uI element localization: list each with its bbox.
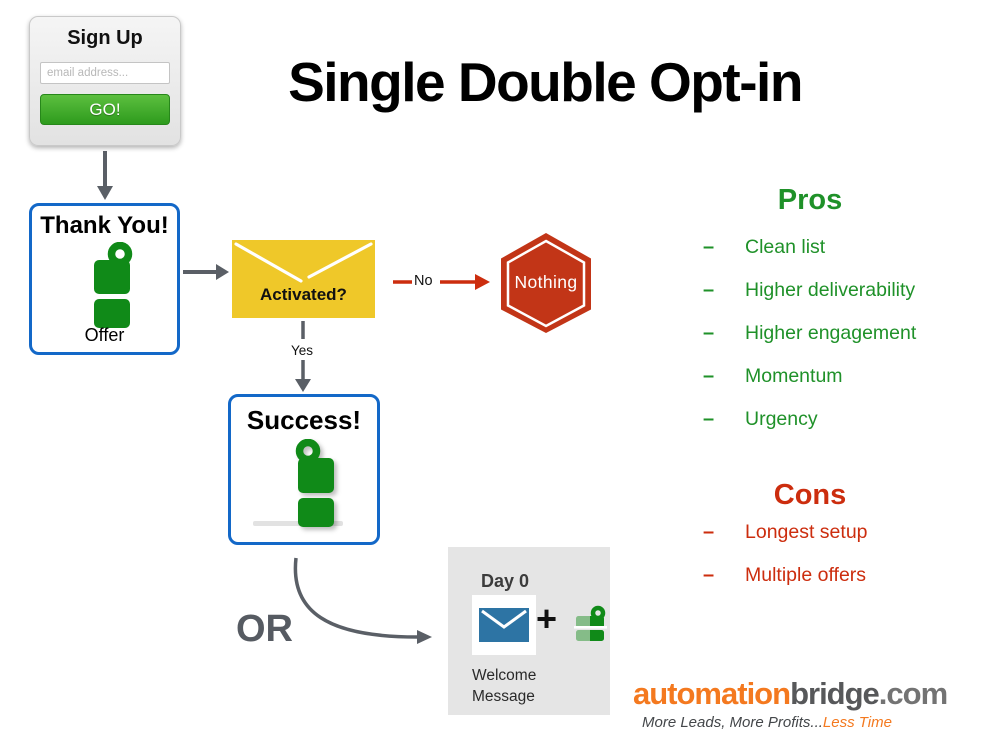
day0-message-card [472, 595, 536, 655]
activated-label: Activated? [260, 285, 347, 304]
door-hanger-icon [295, 439, 334, 527]
hexagon-icon [501, 233, 591, 333]
pros-item-label: Momentum [745, 365, 843, 387]
tagline-gray-text: More Leads, More Profits... [642, 714, 823, 731]
brand-logo: automationbridge.com More Leads, More Pr… [633, 676, 993, 731]
dash-bullet: – [703, 236, 715, 258]
no-arrow [393, 274, 490, 290]
cons-item: – Longest setup [703, 521, 993, 545]
go-button[interactable]: GO! [40, 94, 170, 125]
dash-bullet: – [703, 408, 715, 430]
dash-bullet: – [703, 564, 715, 586]
pros-item: – Urgency [703, 408, 993, 432]
logo-part-automation: automation [633, 676, 791, 711]
cons-item: – Multiple offers [703, 564, 993, 588]
success-node: Success! [228, 394, 380, 545]
dash-bullet: – [703, 279, 715, 301]
pros-item-label: Urgency [745, 408, 818, 430]
cons-item-label: Longest setup [745, 521, 868, 543]
or-curved-arrow [293, 557, 432, 644]
thank-you-caption: Offer [84, 325, 125, 345]
success-title: Success! [246, 405, 362, 435]
mail-icon [479, 608, 529, 642]
day0-node: Day 0 + Welcome Message [448, 547, 610, 715]
logo-tagline: More Leads, More Profits...Less Time [642, 714, 993, 731]
day0-caption: Welcome Message [472, 667, 537, 705]
or-label: OR [236, 608, 293, 650]
signup-card-title: Sign Up [67, 27, 143, 49]
dash-bullet: – [703, 365, 715, 387]
pros-item: – Higher deliverability [703, 279, 993, 303]
pros-item-label: Higher engagement [745, 322, 917, 344]
cons-heading: Cons [773, 479, 847, 511]
mini-door-hanger-icon [574, 605, 607, 643]
envelope-flap-icon [234, 242, 373, 283]
signup-card: Sign Up GO! [29, 16, 181, 146]
nothing-label: Nothing [514, 272, 578, 292]
dash-bullet: – [703, 322, 715, 344]
signup-to-thankyou-arrow [97, 151, 113, 200]
pros-item-label: Clean list [745, 236, 826, 258]
cons-item-label: Multiple offers [745, 564, 867, 586]
tagline-orange-text: Less Time [822, 714, 892, 731]
dash-bullet: – [703, 521, 715, 543]
pros-heading: Pros [777, 184, 843, 216]
edge-label-yes: Yes [291, 343, 314, 358]
activated-node: Activated? [232, 240, 375, 318]
pros-item: – Higher engagement [703, 322, 993, 346]
thankyou-to-activated-arrow [183, 264, 229, 280]
thank-you-title: Thank You! [40, 212, 169, 239]
pros-item: – Momentum [703, 365, 993, 389]
hanger-shadow [253, 521, 343, 526]
email-input[interactable] [40, 62, 170, 84]
day0-title: Day 0 [480, 571, 530, 591]
edge-label-no: No [414, 273, 433, 289]
plus-sign: + [536, 598, 558, 639]
logo-part-dotcom: .com [878, 676, 948, 711]
door-hanger-icon [94, 242, 133, 328]
thank-you-node: Thank You! Offer [29, 203, 180, 355]
page-title: Single Double Opt-in [288, 51, 803, 113]
pros-item-label: Higher deliverability [745, 279, 916, 301]
pros-item: – Clean list [703, 236, 993, 260]
logo-wordmark: automationbridge.com [633, 676, 993, 712]
nothing-node: Nothing [498, 231, 594, 335]
logo-part-bridge: bridge [790, 676, 880, 711]
